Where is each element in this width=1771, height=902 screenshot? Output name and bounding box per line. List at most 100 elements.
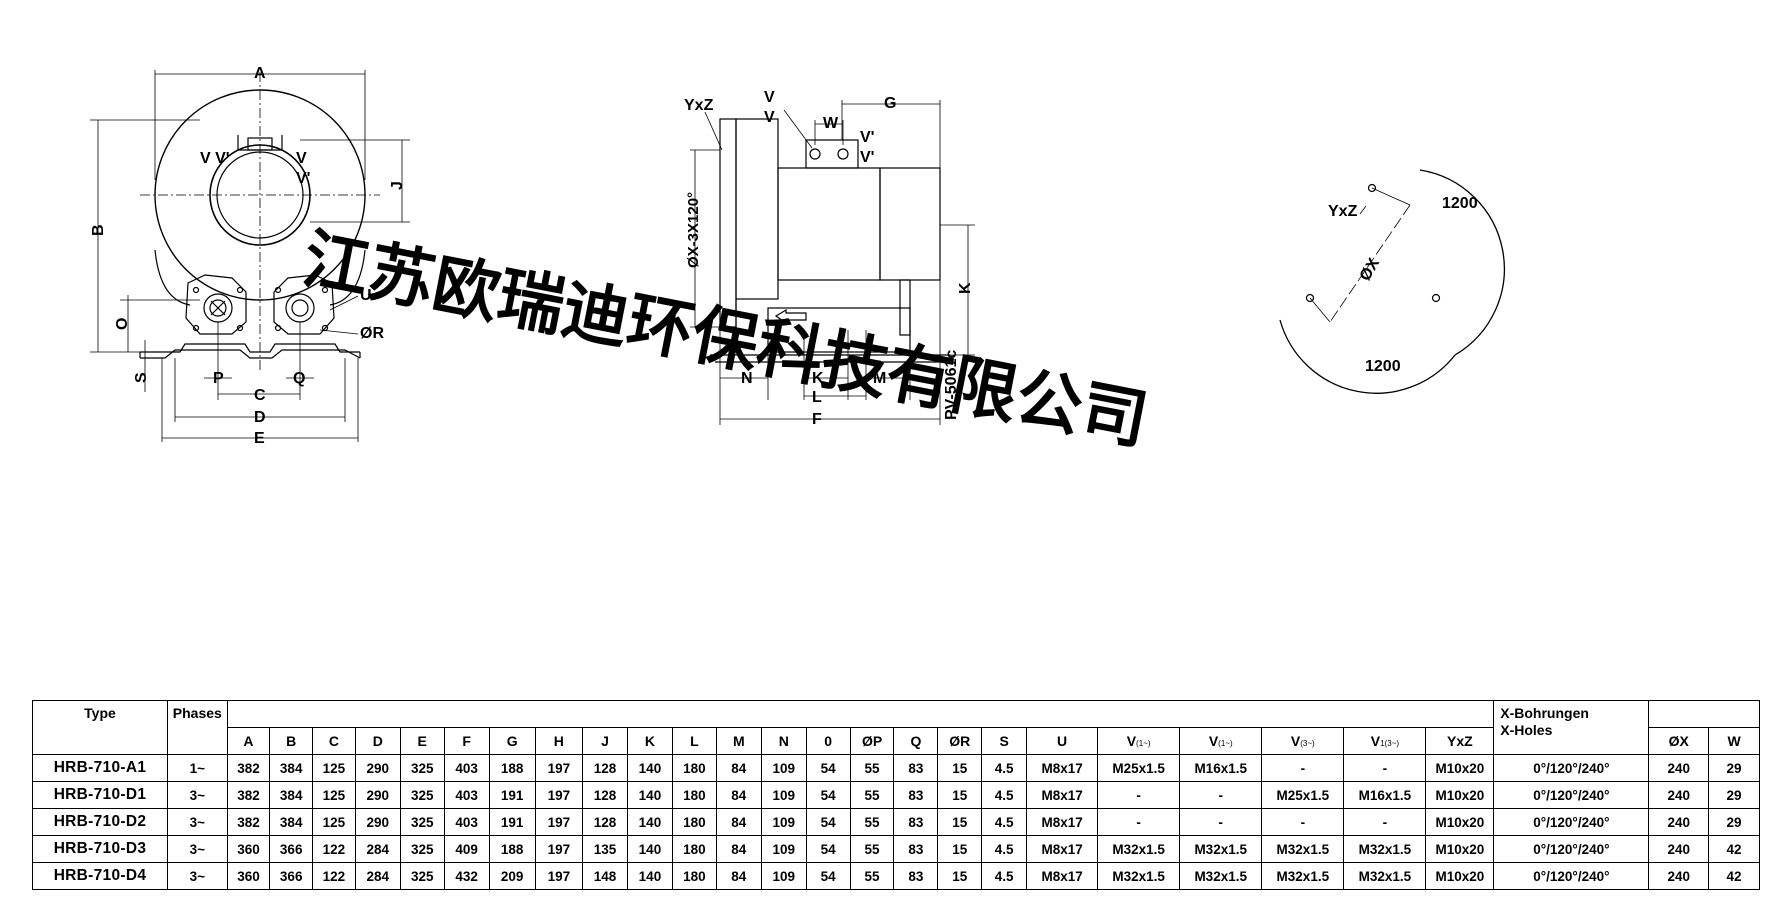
value-cell: M8x17 — [1026, 862, 1099, 890]
side-label-n: N — [741, 370, 753, 387]
type-header: Type — [32, 700, 168, 755]
value-cell: 84 — [715, 754, 762, 782]
value-cell: M25x1.5 — [1261, 781, 1345, 809]
value-cell: 403 — [443, 754, 490, 782]
value-cell: 109 — [760, 781, 807, 809]
holes-cell: 0°/120°/240° — [1493, 754, 1650, 782]
w-cell: 42 — [1708, 862, 1760, 890]
dim-label-b: B — [90, 224, 107, 236]
value-cell: - — [1097, 808, 1181, 836]
value-cell: 384 — [269, 754, 314, 782]
value-cell: 188 — [488, 835, 536, 863]
column-header: A — [226, 727, 271, 755]
ox-cell: 240 — [1648, 781, 1710, 809]
value-cell: 360 — [226, 835, 271, 863]
value-cell: 403 — [443, 808, 490, 836]
value-cell: 384 — [269, 808, 314, 836]
value-cell: M32x1.5 — [1343, 862, 1427, 890]
dim-label-s: S — [133, 372, 150, 383]
ox-cell: 240 — [1648, 862, 1710, 890]
value-cell: 54 — [805, 835, 851, 863]
phases-cell: 3~ — [166, 808, 228, 836]
type-cell: HRB-710-D1 — [32, 781, 168, 809]
value-cell: 54 — [805, 781, 851, 809]
value-cell: M16x1.5 — [1343, 781, 1427, 809]
column-header-v-sub: (1~) — [1218, 739, 1233, 748]
value-cell: 382 — [226, 754, 271, 782]
header-spacer-right — [1648, 700, 1760, 728]
flange-label-1200-top: 1200 — [1442, 195, 1478, 212]
side-label-v-prime-2: V' — [860, 149, 874, 166]
value-cell: 140 — [626, 835, 673, 863]
value-cell: 128 — [581, 808, 628, 836]
value-cell: 180 — [671, 835, 717, 863]
value-cell: - — [1097, 781, 1181, 809]
side-label-k: K — [957, 282, 974, 294]
value-cell: M10x20 — [1425, 808, 1495, 836]
value-cell: 55 — [849, 862, 895, 890]
value-cell: 197 — [534, 835, 583, 863]
value-cell: 109 — [760, 754, 807, 782]
value-cell: 15 — [937, 862, 983, 890]
value-cell: 366 — [269, 835, 314, 863]
port-label-vv: V V' — [200, 150, 230, 167]
dim-label-c: C — [254, 387, 266, 404]
type-cell: HRB-710-D4 — [32, 862, 168, 890]
column-header: K — [626, 727, 673, 755]
side-label-x-holes: ØX-3X120° — [685, 192, 702, 268]
value-cell: 197 — [534, 808, 583, 836]
side-label-g: G — [884, 95, 896, 112]
value-cell: 325 — [399, 835, 445, 863]
ox-cell: 240 — [1648, 808, 1710, 836]
value-cell: 382 — [226, 781, 271, 809]
value-cell: 384 — [269, 781, 314, 809]
value-cell: 55 — [849, 808, 895, 836]
value-cell: M32x1.5 — [1179, 862, 1263, 890]
value-cell: 180 — [671, 754, 717, 782]
value-cell: M10x20 — [1425, 835, 1495, 863]
column-header: B — [269, 727, 314, 755]
column-header: U — [1026, 727, 1099, 755]
value-cell: 83 — [893, 808, 939, 836]
column-header-v-sub: (3~) — [1300, 739, 1315, 748]
column-header: J — [581, 727, 628, 755]
flange-view — [1279, 169, 1505, 394]
column-header: C — [312, 727, 356, 755]
column-header-v: V(1~) — [1097, 727, 1181, 755]
value-cell: 284 — [354, 862, 401, 890]
value-cell: 191 — [488, 808, 536, 836]
value-cell: 125 — [312, 754, 356, 782]
flange-label-1200-bottom: 1200 — [1365, 358, 1401, 375]
w-cell: 29 — [1708, 781, 1760, 809]
value-cell: 432 — [443, 862, 490, 890]
dim-label-e: E — [254, 430, 265, 447]
value-cell: M10x20 — [1425, 781, 1495, 809]
value-cell: - — [1343, 754, 1427, 782]
column-header: D — [354, 727, 401, 755]
port-label-v-prime: V' — [296, 170, 310, 187]
value-cell: 128 — [581, 754, 628, 782]
column-header: L — [671, 727, 717, 755]
dim-label-r: ØR — [360, 325, 384, 342]
value-cell: 188 — [488, 754, 536, 782]
holes-header-en: X-Holes — [1500, 722, 1553, 738]
value-cell: 325 — [399, 754, 445, 782]
dim-label-j: J — [389, 181, 406, 190]
side-label-v1: V — [764, 89, 775, 106]
value-cell: 54 — [805, 862, 851, 890]
side-label-yxz: YxZ — [684, 97, 714, 114]
value-cell: - — [1343, 808, 1427, 836]
type-cell: HRB-710-D2 — [32, 808, 168, 836]
value-cell: 84 — [715, 862, 762, 890]
flange-label-yxz: YxZ — [1328, 203, 1358, 220]
column-header-v: V(3~) — [1261, 727, 1345, 755]
value-cell: M10x20 — [1425, 862, 1495, 890]
value-cell: M25x1.5 — [1097, 754, 1181, 782]
side-label-v-prime-1: V' — [860, 129, 874, 146]
value-cell: 109 — [760, 808, 807, 836]
